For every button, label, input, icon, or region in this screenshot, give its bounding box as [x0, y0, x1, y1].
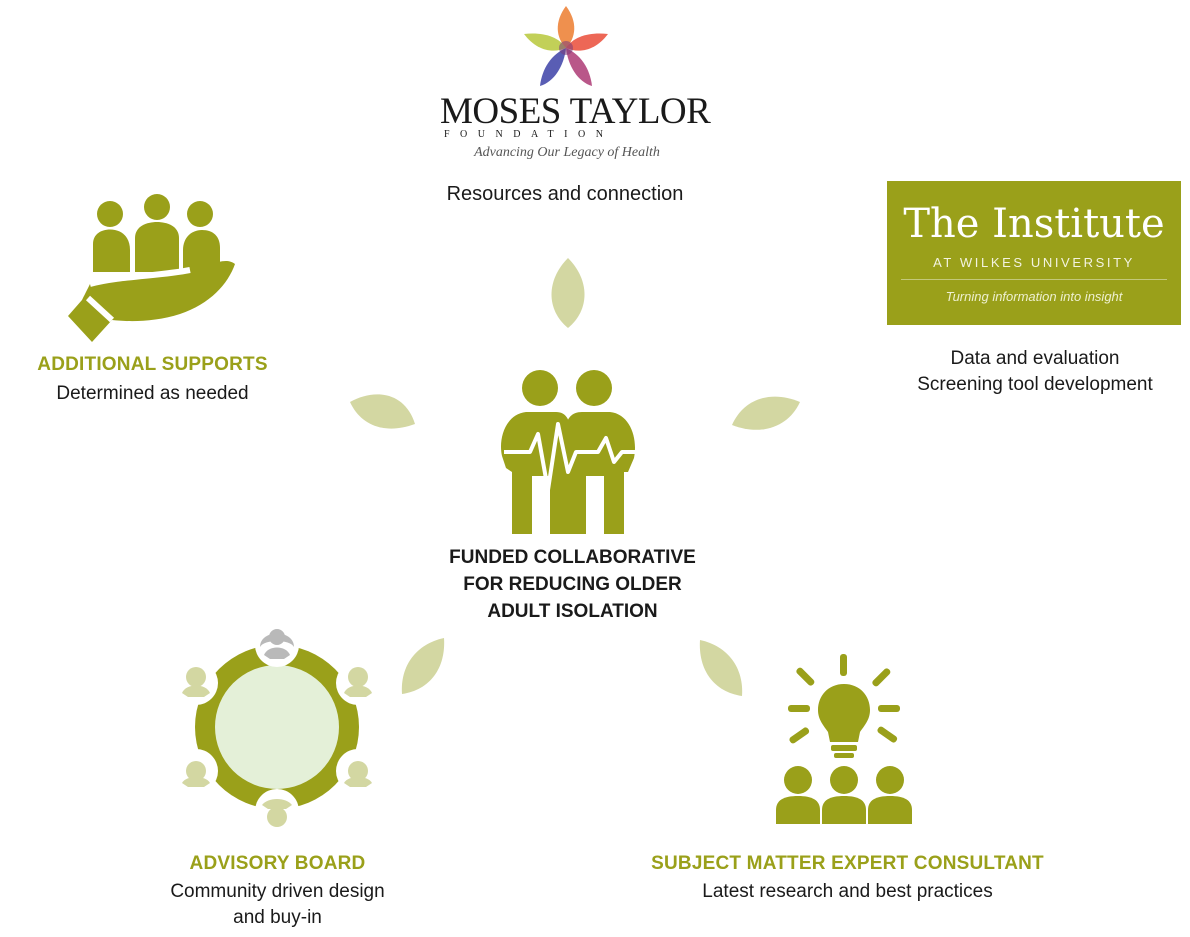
advisory-board-subtitle-line1: Community driven design	[170, 881, 385, 902]
institute-divider	[901, 279, 1167, 280]
sme-title: SUBJECT MATTER EXPERT CONSULTANT	[651, 853, 1044, 874]
central-title-line3: ADULT ISOLATION	[487, 601, 658, 622]
central-title-line2: FOR REDUCING OLDER	[463, 574, 682, 595]
advisory-board-subtitle-line2: and buy-in	[233, 907, 322, 928]
lightbulb-audience-icon	[776, 654, 912, 824]
institute-title: The Institute	[903, 201, 1165, 247]
central-title: FUNDED COLLABORATIVE FOR REDUCING OLDER …	[400, 544, 745, 625]
leaf-bottom-right	[699, 640, 743, 696]
moses-taylor-foundation-text: FOUNDATION	[444, 129, 614, 140]
leaf-top	[551, 258, 585, 328]
institute-logo: The Institute AT WILKES UNIVERSITY Turni…	[887, 181, 1181, 325]
leaf-bottom-left	[401, 638, 445, 694]
central-title-line1: FUNDED COLLABORATIVE	[449, 547, 696, 568]
leaf-right	[732, 396, 800, 430]
round-table-meeting-icon	[174, 623, 380, 833]
advisory-board-title: ADVISORY BOARD	[189, 853, 366, 874]
seated-people	[174, 623, 380, 833]
moses-taylor-name: MOSES TAYLOR	[440, 91, 711, 132]
sme-subtitle: Latest research and best practices	[702, 881, 993, 902]
hand-holding-people-icon	[68, 194, 235, 342]
moses-taylor-caption: Resources and connection	[446, 183, 684, 205]
additional-supports-title: ADDITIONAL SUPPORTS	[37, 354, 268, 375]
institute-caption-line2: Screening tool development	[917, 374, 1153, 395]
institute-subtitle: AT WILKES UNIVERSITY	[933, 255, 1135, 270]
additional-supports-subtitle: Determined as needed	[56, 383, 249, 404]
moses-taylor-star-icon	[524, 6, 608, 86]
moses-taylor-tagline: Advancing Our Legacy of Health	[474, 145, 660, 160]
institute-tagline: Turning information into insight	[945, 289, 1123, 304]
institute-caption-line1: Data and evaluation	[950, 348, 1120, 369]
advisory-board-subtitle: Community driven design and buy-in	[130, 879, 425, 931]
two-people-heartbeat-icon	[501, 370, 638, 534]
institute-caption: Data and evaluation Screening tool devel…	[880, 346, 1190, 398]
leaf-left	[350, 394, 415, 429]
